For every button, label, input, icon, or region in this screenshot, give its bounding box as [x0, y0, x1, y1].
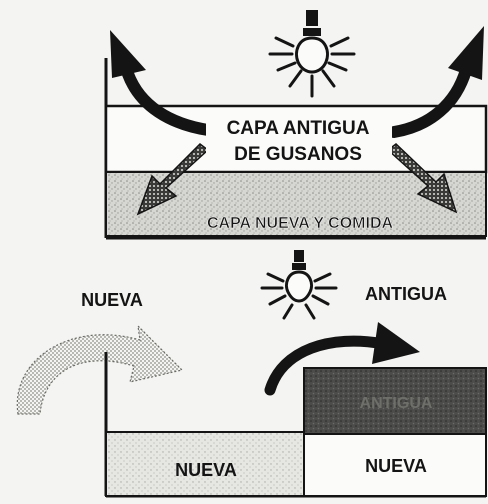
old-block-label: ANTIGUA — [360, 395, 433, 412]
new-left-block — [105, 431, 305, 497]
bottom-panel: NUEVA ANTIGUA ANTIGUA NUEVA NUEVA — [16, 250, 487, 498]
old-layer-label-line2: DE GUSANOS — [234, 144, 362, 165]
top-panel: CAPA ANTIGUA DE GUSANOS CAPA NUEVA Y COM… — [104, 10, 488, 240]
new-label: NUEVA — [81, 290, 143, 310]
curved-arrow-icon — [388, 26, 484, 138]
new-left-label: NUEVA — [175, 460, 237, 480]
curved-arrow-icon — [110, 30, 214, 136]
new-right-block — [303, 433, 487, 497]
light-bulb-icon — [260, 250, 338, 320]
dotted-arrow-icon — [136, 143, 210, 216]
old-layer-label-line1: CAPA ANTIGUA — [227, 118, 370, 139]
new-layer-label: CAPA NUEVA Y COMIDA — [207, 215, 394, 232]
light-bulb-icon — [268, 10, 356, 98]
curved-arrow-icon — [264, 322, 420, 396]
dotted-arrow-icon — [16, 324, 184, 415]
dotted-arrow-icon — [386, 143, 458, 214]
old-block — [303, 367, 487, 435]
old-label: ANTIGUA — [365, 284, 447, 304]
new-right-label: NUEVA — [365, 456, 427, 476]
old-layer-label-backing — [206, 112, 392, 164]
